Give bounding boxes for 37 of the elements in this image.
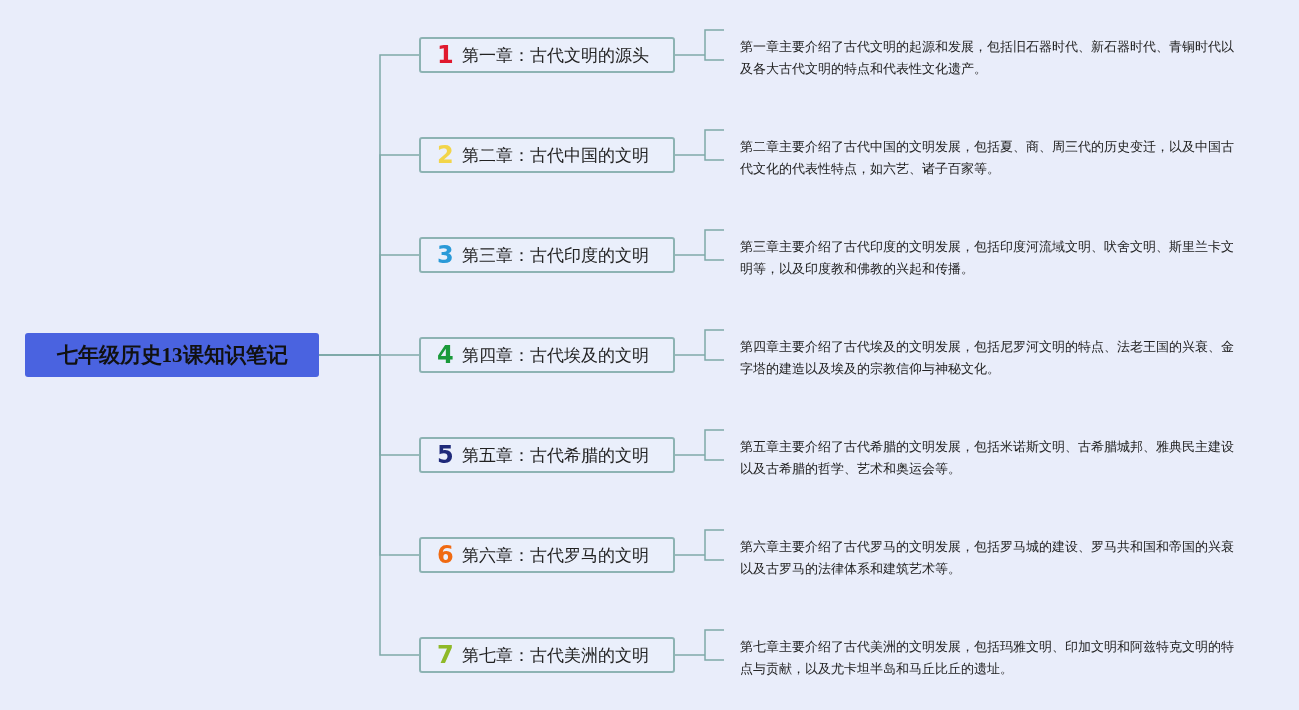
chapter-box [419, 437, 675, 473]
chapter-number: 3 [437, 243, 454, 267]
chapter-title: 第三章：古代印度的文明 [461, 243, 649, 267]
chapter-summary: 第七章主要介绍了古代美洲的文明发展，包括玛雅文明、印加文明和阿兹特克文明的特点与贡献，以及尤卡坦半岛和马丘比丘的遗址。 [740, 638, 1235, 678]
chapter-title: 第七章：古代美洲的文明 [461, 643, 649, 667]
connector-line [674, 254, 706, 256]
chapter-summary: 第五章主要介绍了古代希腊的文明发展，包括米诺斯文明、古希腊城邦、雅典民主建设以及古希腊的哲学、艺术和奥运会等。 [740, 438, 1235, 478]
chapter-box [419, 637, 675, 673]
root-title: 七年级历史13课知识笔记 [56, 342, 288, 369]
chapter-number: 4 [437, 343, 454, 367]
connector-line [674, 354, 706, 356]
connector-line [674, 654, 706, 656]
root-topic-box [25, 333, 319, 377]
connector-line [674, 554, 706, 556]
chapter-number: 5 [437, 443, 454, 467]
chapter-box [419, 337, 675, 373]
chapter-title: 第四章：古代埃及的文明 [461, 343, 649, 367]
chapter-title: 第二章：古代中国的文明 [461, 143, 649, 167]
chapter-title: 第六章：古代罗马的文明 [461, 543, 649, 567]
chapter-summary: 第三章主要介绍了古代印度的文明发展，包括印度河流域文明、吠舍文明、斯里兰卡文明等，以及印度教和佛教的兴起和传播。 [740, 238, 1235, 278]
chapter-box [419, 37, 675, 73]
chapter-box [419, 537, 675, 573]
connector-line [674, 454, 706, 456]
chapter-title: 第五章：古代希腊的文明 [461, 443, 649, 467]
chapter-number: 1 [437, 43, 454, 67]
chapter-box [419, 237, 675, 273]
connector-line [674, 154, 706, 156]
chapter-summary: 第二章主要介绍了古代中国的文明发展，包括夏、商、周三代的历史变迁，以及中国古代文化的代表性特点，如六艺、诸子百家等。 [740, 138, 1235, 178]
connector-line [674, 54, 706, 56]
chapter-summary: 第一章主要介绍了古代文明的起源和发展，包括旧石器时代、新石器时代、青铜时代以及各大古代文明的特点和代表性文化遗产。 [740, 38, 1235, 78]
chapter-title: 第一章：古代文明的源头 [461, 43, 649, 67]
chapter-number: 6 [437, 543, 454, 567]
chapter-summary: 第四章主要介绍了古代埃及的文明发展，包括尼罗河文明的特点、法老王国的兴衰、金字塔的建造以及埃及的宗教信仰与神秘文化。 [740, 338, 1235, 378]
chapter-number: 7 [437, 643, 454, 667]
chapter-summary: 第六章主要介绍了古代罗马的文明发展，包括罗马城的建设、罗马共和国和帝国的兴衰以及古罗马的法律体系和建筑艺术等。 [740, 538, 1235, 578]
chapter-number: 2 [437, 143, 454, 167]
chapter-box [419, 137, 675, 173]
